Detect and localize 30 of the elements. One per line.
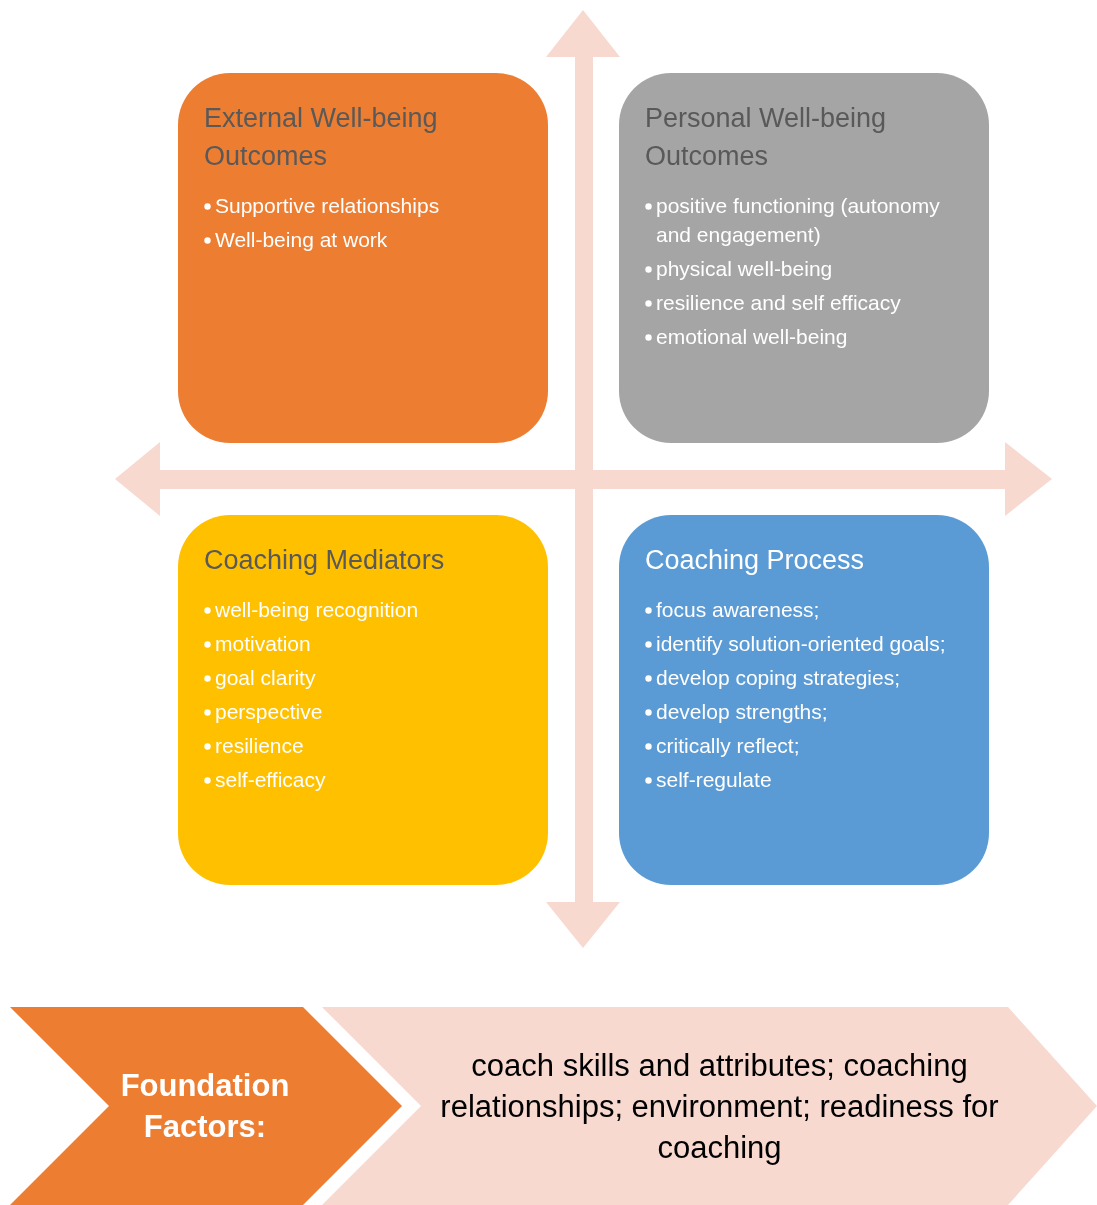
bullet-item: motivation bbox=[215, 631, 311, 657]
bullet-item: focus awareness; bbox=[656, 597, 820, 623]
bullet-item: emotional well-being bbox=[656, 324, 848, 350]
box-heading: External Well-being Outcomes bbox=[204, 102, 439, 173]
quadrant-box bbox=[178, 515, 548, 885]
bullet-item: perspective bbox=[215, 699, 323, 725]
bullet-item: Well-being at work bbox=[215, 227, 388, 253]
quadrant-box bbox=[178, 73, 548, 443]
chevron-shape bbox=[10, 1007, 403, 1205]
quadrant-box bbox=[619, 73, 989, 443]
bullet-item: critically reflect; bbox=[656, 733, 800, 759]
bullet-item: positive functioning (autonomy and engagement) bbox=[656, 193, 941, 248]
bullet-item: Supportive relationships bbox=[215, 193, 440, 219]
bullet-item: self-regulate bbox=[656, 767, 772, 793]
chevron-text: coach skills and attributes; coaching relationships; environment; readiness for coaching bbox=[439, 1046, 1000, 1167]
box-heading: Coaching Mediators bbox=[204, 544, 446, 577]
bullet-item: physical well-being bbox=[656, 256, 833, 282]
bullet-item: develop coping strategies; bbox=[656, 665, 900, 691]
chevron-label: Foundation Factors: bbox=[119, 1067, 291, 1146]
bullet-item: resilience bbox=[215, 733, 304, 759]
bullet-item: identify solution-oriented goals; bbox=[656, 631, 946, 657]
bullet-item: well-being recognition bbox=[215, 597, 419, 623]
box-heading: Personal Well-being Outcomes bbox=[645, 102, 888, 173]
bullet-item: resilience and self efficacy bbox=[656, 290, 901, 316]
chevron-shape bbox=[322, 1007, 1097, 1205]
quadrant-box bbox=[619, 515, 989, 885]
box-heading: Coaching Process bbox=[645, 544, 866, 577]
bullet-item: develop strengths; bbox=[656, 699, 828, 725]
bullet-item: self-efficacy bbox=[215, 767, 326, 793]
bullet-item: goal clarity bbox=[215, 665, 316, 691]
